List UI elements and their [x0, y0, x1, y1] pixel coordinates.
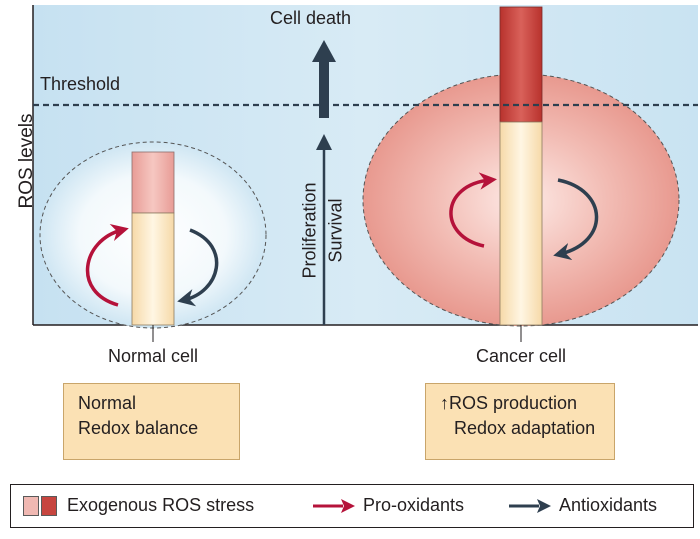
normal-pro-oxidant-arrow [86, 224, 129, 307]
normal-cell-info-box: Normal Redox balance [63, 383, 240, 460]
death-arrow-head [312, 40, 336, 62]
cancer-cell-ros-bar [499, 121, 543, 326]
cancer-cell-info-line1: ↑ROS production [440, 393, 578, 413]
survival-arrow-head [316, 134, 332, 150]
cancer-cell-ros-stress [499, 6, 543, 123]
threshold-label: Threshold [40, 74, 121, 94]
death-arrow-shaft [319, 58, 329, 118]
legend-prooxidant-label: Pro-oxidants [363, 495, 465, 515]
normal-cell-label: Normal cell [107, 346, 199, 366]
survival-label: Survival [325, 198, 346, 263]
cancer-pro-oxidant-arrow [449, 172, 497, 248]
normal-cell-info-line2: Redox balance [78, 418, 199, 438]
normal-antioxidant-arrow [177, 228, 219, 307]
legend-stress-label: Exogenous ROS stress [67, 495, 255, 515]
legend-antioxidant-label: Antioxidants [559, 495, 658, 515]
cancer-antioxidant-arrow [553, 178, 599, 261]
legend-dark-arrow-icon [509, 499, 551, 513]
cancer-cell-info-line2: Redox adaptation [454, 418, 596, 438]
normal-cell-ros-stress [131, 151, 175, 214]
normal-cell-info-line1: Normal [78, 393, 137, 413]
legend: Exogenous ROS stress Pro-oxidants Antiox… [10, 484, 694, 528]
proliferation-label: Proliferation [299, 182, 320, 279]
cell-death-label: Cell death [270, 8, 352, 28]
y-axis-label: ROS levels [16, 113, 37, 209]
normal-cell-ros-bar [131, 212, 175, 326]
cancer-cell-label: Cancer cell [475, 346, 567, 366]
legend-swatch-light [23, 496, 39, 516]
legend-red-arrow-icon [313, 499, 355, 513]
legend-swatch-dark [41, 496, 57, 516]
cancer-cell-info-box: ↑ROS production Redox adaptation [425, 383, 615, 460]
